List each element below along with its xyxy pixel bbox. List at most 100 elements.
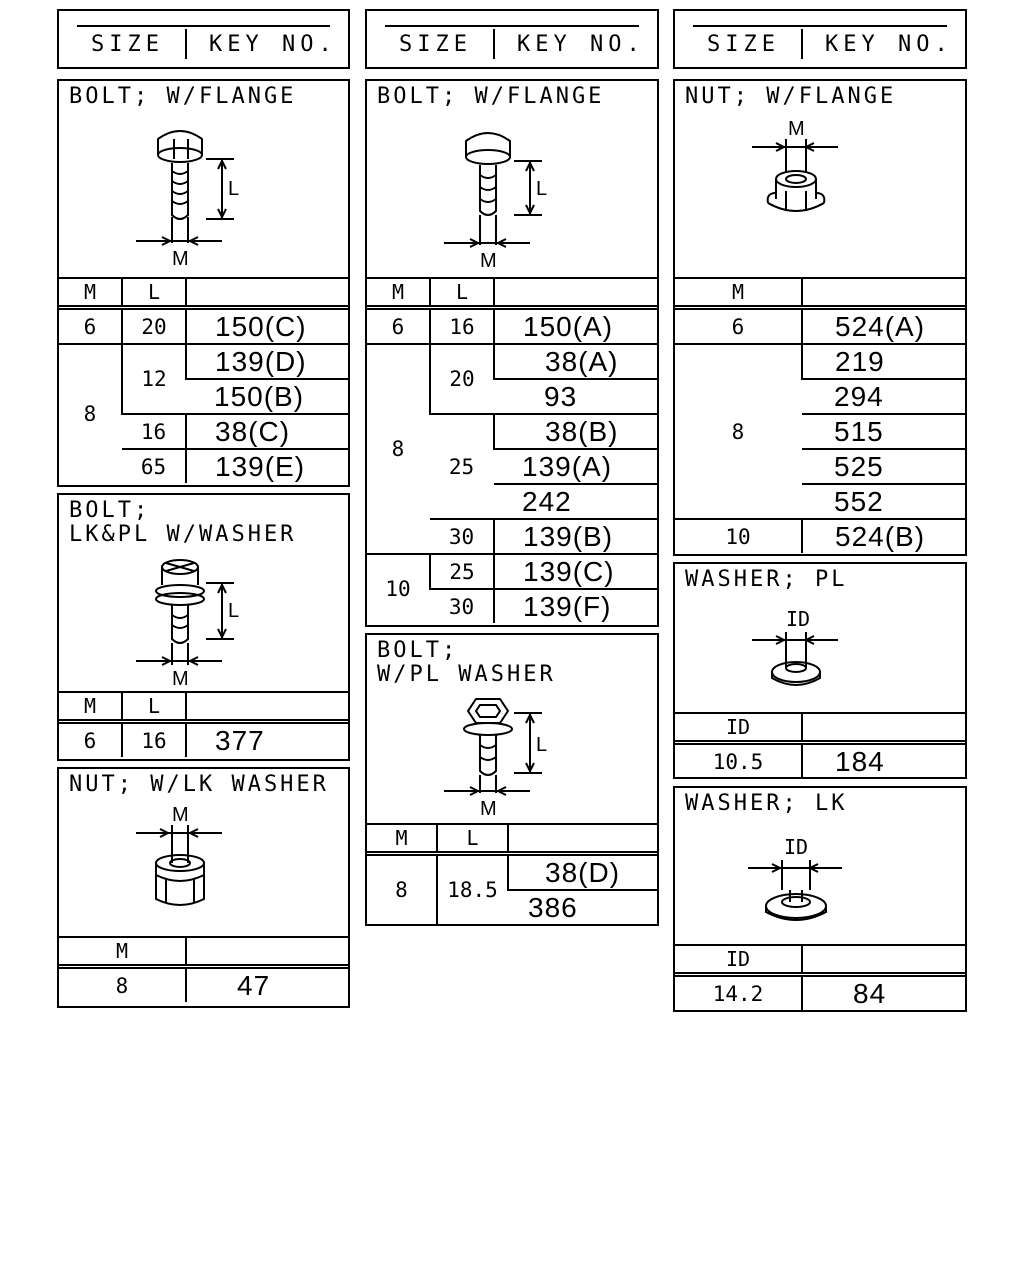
m-value: 10 <box>367 553 430 623</box>
l-value: 30 <box>430 518 494 554</box>
table-row: 139(A) <box>367 448 657 484</box>
table-row: 515 <box>675 413 965 449</box>
m-value: 6 <box>367 306 430 344</box>
key-number: 47 <box>185 965 348 1002</box>
m-value: 6 <box>675 306 802 344</box>
id-value: 10.5 <box>675 741 802 778</box>
table-row: 8 219 <box>675 343 965 519</box>
table-row: 14.2 84 <box>675 973 965 1010</box>
table-row: 6 16 150(A) <box>367 306 657 344</box>
key-number: 139(E) <box>185 448 348 483</box>
key-number: 139(D) <box>185 343 348 379</box>
table-row: 8 20 38(A) <box>367 343 657 554</box>
panel-title-line1: BOLT; <box>377 638 459 663</box>
table-row: 6 524(A) <box>675 306 965 344</box>
size-table: M L 6 16 377 <box>59 691 348 757</box>
l-column-header: L <box>429 277 494 310</box>
table-row: 10 25 139(C) <box>367 553 657 623</box>
panel-title: BOLT; W/FLANGE <box>377 84 605 109</box>
panel-title-line2: LK&PL W/WASHER <box>69 522 297 547</box>
bolt-lkpl-washer-panel: BOLT; LK&PL W/WASHER L M <box>57 493 350 761</box>
table-row: 10.5 184 <box>675 741 965 778</box>
key-number: 139(B) <box>493 518 657 554</box>
m-column-header: M <box>59 691 122 724</box>
panel-title: WASHER; PL <box>685 567 848 592</box>
flange-bolt-icon: L M <box>444 132 547 272</box>
key-number: 139(C) <box>493 553 657 589</box>
table-row: 8 47 <box>59 965 348 1002</box>
m-column-header: M <box>675 277 802 310</box>
m-column-header: M <box>59 277 122 310</box>
key-number: 377 <box>185 720 348 757</box>
m-dim-label: M <box>788 118 805 140</box>
l-dim-label: L <box>536 734 547 756</box>
key-number: 150(C) <box>185 306 348 344</box>
key-number: 242 <box>494 483 657 519</box>
lock-washer-icon: ID <box>748 835 842 921</box>
m-value: 8 <box>367 852 437 924</box>
key-number: 294 <box>802 378 965 414</box>
m-dim-label: M <box>480 250 497 272</box>
l-dim-label: L <box>228 600 239 622</box>
key-no-header: KEY NO. <box>517 32 645 57</box>
l-value: 16 <box>429 306 494 344</box>
washer-bolt-icon: L M <box>444 698 547 820</box>
l-dim-label: L <box>228 178 239 200</box>
id-column-header: ID <box>675 712 802 745</box>
table-row: 242 <box>367 483 657 519</box>
size-table: M L 8 18.5 38(D) 386 <box>367 823 657 924</box>
bolt-flange-panel-a: BOLT; W/FLANGE L M M L <box>57 79 350 487</box>
bolt-flange-panel-b: BOLT; W/FLANGE L M M L <box>365 79 659 627</box>
washer-lk-panel: WASHER; LK ID ID 14.2 84 <box>673 786 967 1012</box>
l-value: 20 <box>429 343 494 414</box>
key-number: 219 <box>801 343 965 379</box>
key-number: 150(A) <box>493 306 657 344</box>
l-value: 25 <box>429 553 494 589</box>
m-value: 8 <box>675 343 802 519</box>
m-dim-label: M <box>172 668 189 690</box>
table-row: 294 <box>675 378 965 414</box>
column-header-1: SIZE KEY NO. <box>57 9 350 69</box>
table-row: 150(B) <box>59 378 348 414</box>
l-value: 30 <box>430 588 494 623</box>
table-row: 8 18.5 38(D) <box>367 852 657 924</box>
l-column-header: L <box>121 691 186 724</box>
id-dim-label: ID <box>784 835 808 859</box>
key-number: 524(B) <box>801 518 965 553</box>
m-value: 8 <box>59 343 122 483</box>
table-row: 6 20 150(C) <box>59 306 348 344</box>
plain-washer-icon: ID <box>752 607 838 686</box>
m-dim-label: M <box>172 248 189 270</box>
m-value: 8 <box>367 343 430 554</box>
l-column-header: L <box>436 823 508 856</box>
key-number: 38(D) <box>507 852 657 890</box>
key-no-header: KEY NO. <box>209 32 337 57</box>
flange-bolt-icon: L M <box>135 130 239 270</box>
table-row: 552 <box>675 483 965 519</box>
size-header: SIZE <box>399 32 472 57</box>
panel-title: BOLT; W/FLANGE <box>69 84 297 109</box>
flange-nut-icon: M <box>752 118 838 212</box>
table-row: 30 139(B) <box>367 518 657 554</box>
m-column-header: M <box>367 823 437 856</box>
size-table: ID 14.2 84 <box>675 944 965 1010</box>
l-value: 12 <box>121 343 186 414</box>
id-column-header: ID <box>675 944 802 977</box>
table-row: 10 524(B) <box>675 518 965 553</box>
l-value: 65 <box>122 448 186 483</box>
l-column-header: L <box>121 277 186 310</box>
washer-pl-panel: WASHER; PL ID ID 10.5 184 <box>673 562 967 779</box>
key-number: 84 <box>801 973 965 1010</box>
id-value: 14.2 <box>675 973 802 1010</box>
key-number: 38(C) <box>185 413 348 449</box>
washer-bolt-icon: L M <box>135 559 239 690</box>
key-number: 38(A) <box>493 343 657 379</box>
size-table: M L 6 16 150(A) 8 20 38(A) 93 25 38(B) <box>367 277 657 623</box>
panel-title: WASHER; LK <box>685 791 848 816</box>
m-value: 6 <box>59 306 122 344</box>
bolt-pl-washer-panel: BOLT; W/PL WASHER L M M L <box>365 633 659 926</box>
nut-flange-panel: NUT; W/FLANGE M M 6 524( <box>673 79 967 556</box>
key-number: 150(B) <box>186 378 348 414</box>
size-header: SIZE <box>707 32 780 57</box>
panel-title-line2: W/PL WASHER <box>377 662 556 687</box>
